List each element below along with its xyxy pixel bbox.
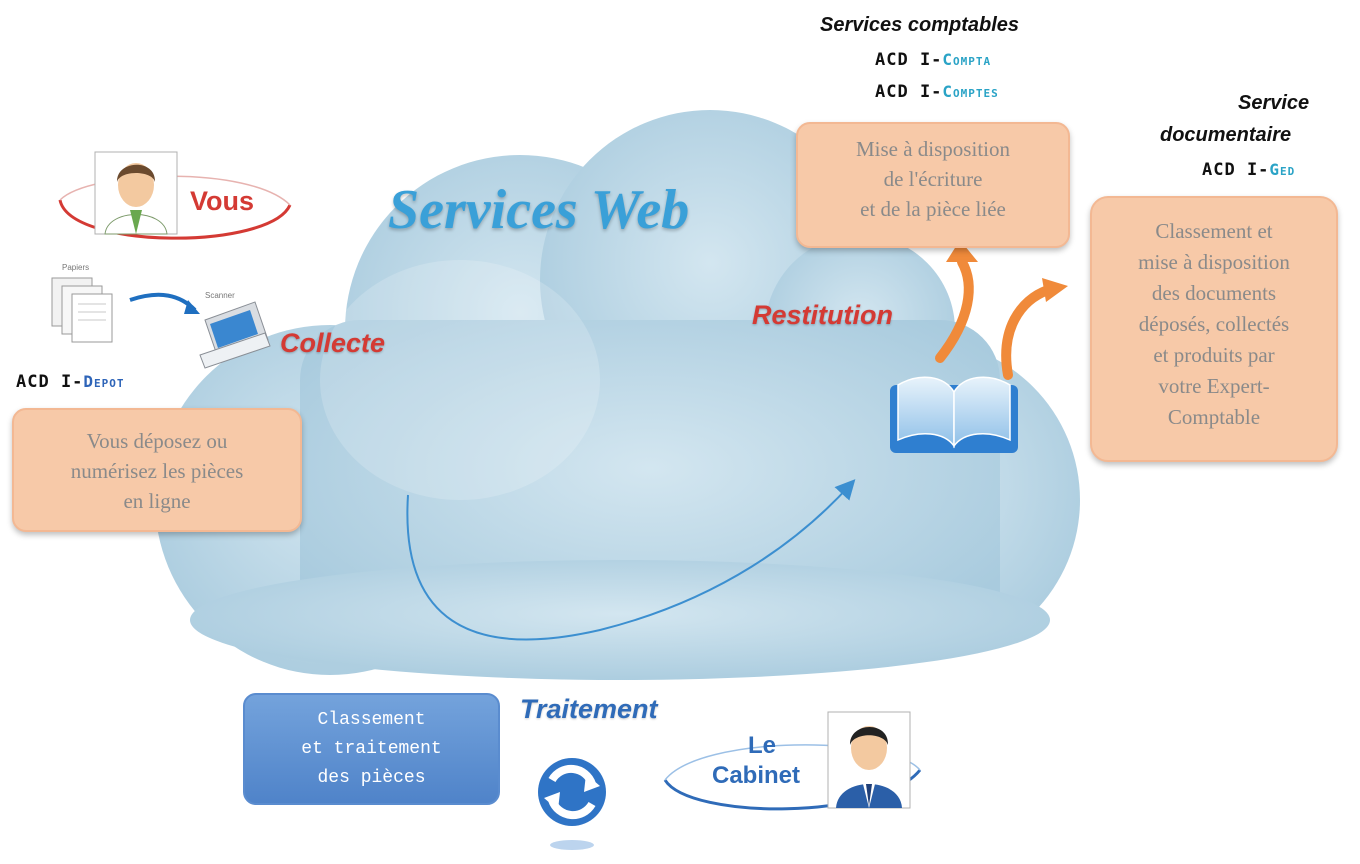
documentaire-box-line: Classement et: [1155, 219, 1273, 243]
vous-label: Vous: [190, 186, 255, 216]
scanner-caption: Scanner: [205, 291, 235, 300]
traitement-box-line: et traitement: [301, 739, 442, 759]
cabinet-label-line2: Cabinet: [712, 762, 801, 789]
restitution-arrow-right: [1001, 285, 1053, 380]
traitement-box-line: Classement: [317, 710, 426, 730]
businessman-avatar-icon: [827, 711, 911, 809]
documentaire-box-line: mise à disposition: [1138, 250, 1290, 274]
documentaire-box-line: votre Expert-: [1158, 374, 1270, 398]
acd-ged-label: ACD I-Ged: [1202, 160, 1296, 180]
collecte-box-line: en ligne: [123, 489, 191, 513]
collecte-box: Vous déposez ou numérisez les pièces en …: [12, 408, 302, 532]
open-book-icon: [890, 376, 1018, 453]
vous-swoosh: [58, 199, 292, 240]
paper-documents-icon: [51, 277, 113, 343]
restitution-arrow-left: [935, 257, 974, 363]
service-documentaire-title-1: Service: [1238, 92, 1310, 114]
services-comptables-box: Mise à disposition de l'écriture et de l…: [796, 122, 1070, 248]
acd-depot-label: ACD I-Depot: [16, 372, 125, 392]
cabinet-label-line1: Le: [748, 732, 777, 759]
collecte-box-line: Vous déposez ou: [86, 429, 228, 453]
comptables-box-line: et de la pièce liée: [860, 197, 1006, 221]
user-avatar-icon: [94, 151, 178, 235]
process-arrow: [406, 479, 856, 641]
comptables-box-line: de l'écriture: [883, 167, 983, 191]
documentaire-box-line: des documents: [1151, 281, 1277, 305]
collect-arrow: [129, 292, 197, 312]
service-documentaire-box: Classement et mise à disposition des doc…: [1090, 196, 1338, 462]
documentaire-box-line: déposés, collectés: [1138, 312, 1290, 336]
documentaire-box-line: et produits par: [1153, 343, 1275, 367]
acd-comptes-label: ACD I-Comptes: [875, 82, 999, 102]
comptables-box-line: Mise à disposition: [855, 137, 1010, 161]
refresh-cycle-icon: [538, 758, 606, 850]
scanner-icon: [199, 301, 271, 369]
collecte-label: Collecte: [280, 328, 386, 358]
service-documentaire-title-2: documentaire: [1160, 124, 1292, 146]
diagram-title: Services Web: [388, 179, 690, 241]
traitement-label: Traitement: [520, 694, 658, 724]
services-comptables-title: Services comptables: [820, 14, 1019, 36]
traitement-box-bg: [243, 693, 500, 805]
documentaire-box-line: Comptable: [1167, 405, 1261, 429]
traitement-box-line: des pièces: [317, 768, 426, 788]
restitution-label: Restitution: [752, 300, 893, 330]
papers-caption: Papiers: [62, 263, 89, 272]
collecte-box-line: numérisez les pièces: [70, 459, 244, 483]
traitement-box: Classement et traitement des pièces: [244, 706, 499, 793]
acd-compta-label: ACD I-Compta: [875, 50, 992, 70]
